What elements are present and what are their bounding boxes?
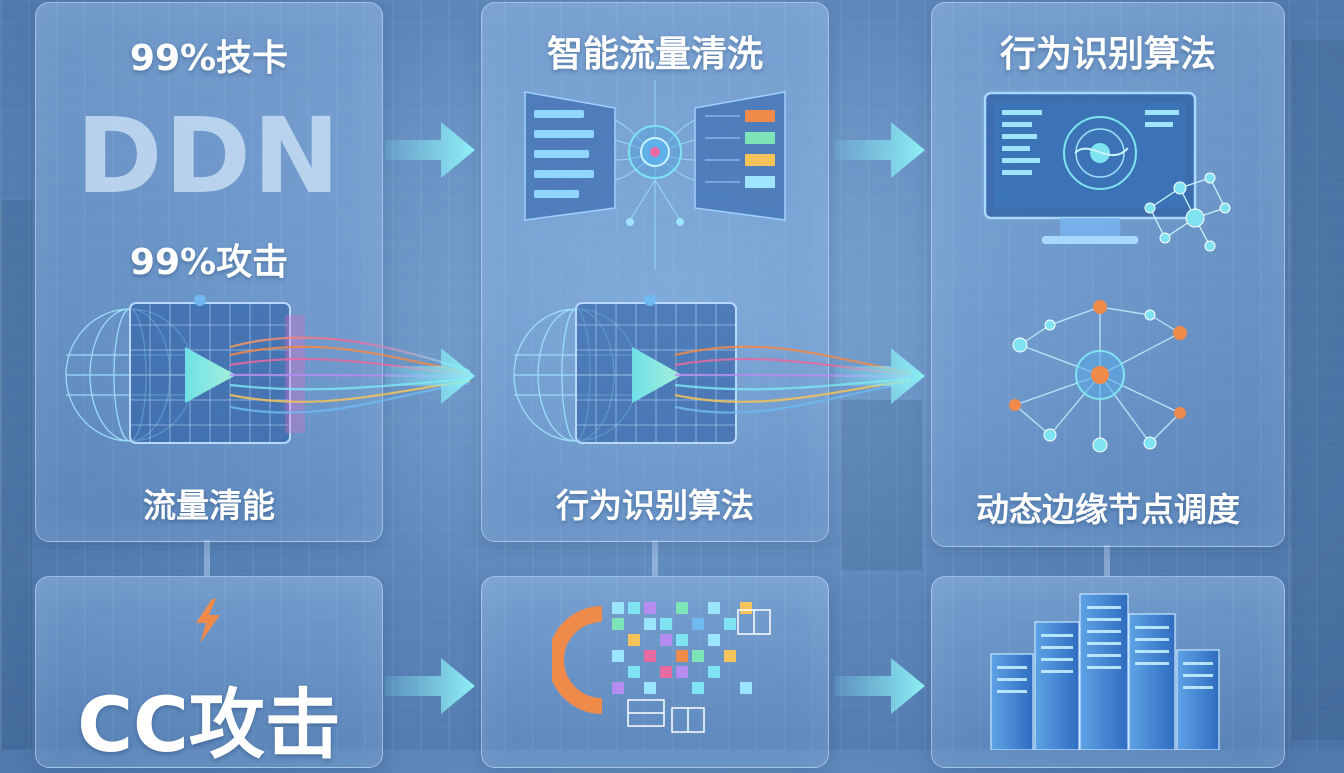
arrow-right-icon xyxy=(385,348,475,404)
connector-line xyxy=(652,540,658,576)
arrow-right-icon xyxy=(385,658,475,714)
panel-traffic-cleaning-bottom-label: 行为识别算法 xyxy=(556,486,754,525)
arrow-right-icon xyxy=(835,658,925,714)
arrow-right-icon xyxy=(385,122,475,178)
background-tower xyxy=(840,400,922,570)
panel-ddos-bottom-label: 流量清能 xyxy=(143,486,275,525)
panel-cc-attack-big-text: CC攻击 xyxy=(77,680,341,769)
lightning-icon xyxy=(196,599,220,643)
traffic-hub-illustration xyxy=(524,80,786,270)
connector-line xyxy=(1104,545,1110,576)
arrow-right-icon xyxy=(835,348,925,404)
connector-line xyxy=(204,540,210,576)
panel-ddos-top-label: 99%技卡 xyxy=(129,38,289,79)
panel-behavior-algorithm-bottom-label: 动态边缘节点调度 xyxy=(976,490,1240,529)
panel-ddos: 99%技卡 DDN 99%攻击 流量清能 xyxy=(35,2,383,542)
edge-node-network-illustration xyxy=(1009,300,1187,453)
panel-behavior-algorithm: 行为识别算法 动态边缘节点调度 xyxy=(931,2,1285,547)
traffic-flow-illustration xyxy=(65,295,471,444)
background-tower xyxy=(1290,40,1344,740)
panel-traffic-cleaning-title: 智能流量清洗 xyxy=(546,34,763,75)
arrow-right-icon xyxy=(835,122,925,178)
data-grid-icon xyxy=(552,602,771,733)
background-tower xyxy=(0,200,32,750)
panel-ddos-big-text: DDN xyxy=(76,95,342,217)
panel-ddos-mid-label: 99%攻击 xyxy=(129,242,289,283)
panel-behavior-algorithm-title: 行为识别算法 xyxy=(999,34,1216,75)
monitor-network-illustration xyxy=(983,91,1231,252)
server-buildings-icon xyxy=(990,593,1220,750)
